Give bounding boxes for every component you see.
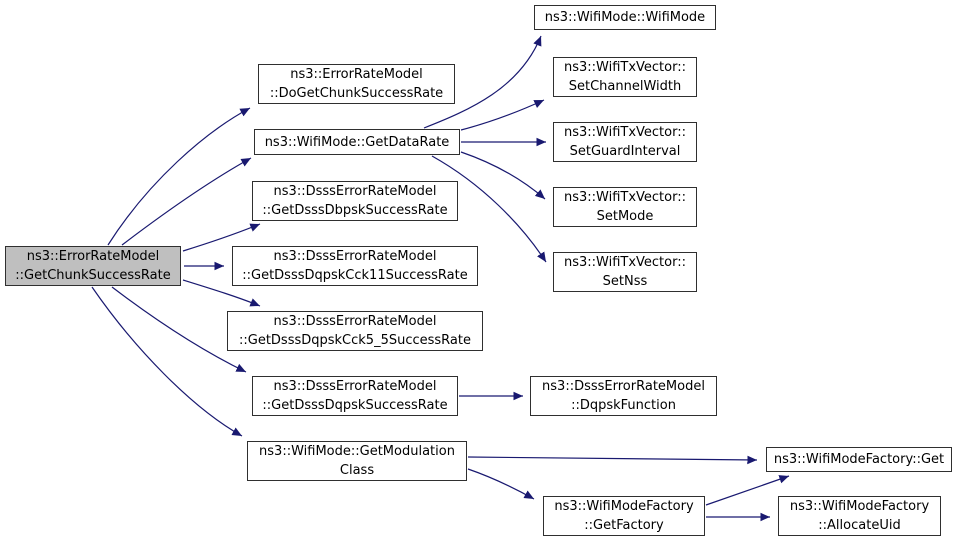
edge-get-data-rate-to-wifi-mode-ctor: [423, 35, 542, 129]
node-label: ns3::WifiTxVector:: SetMode: [563, 190, 686, 224]
node-get-data-rate[interactable]: ns3::WifiMode::GetDataRate: [254, 129, 460, 155]
node-label: ns3::WifiTxVector:: SetChannelWidth: [563, 60, 686, 94]
node-get-dsss-dqpsk-cck11[interactable]: ns3::DsssErrorRateModel ::GetDsssDqpskCc…: [232, 246, 478, 286]
edge-get-data-rate-to-set-mode: [460, 151, 546, 200]
node-get-factory[interactable]: ns3::WifiModeFactory ::GetFactory: [543, 496, 705, 536]
node-label: ns3::WifiTxVector:: SetGuardInterval: [563, 125, 686, 159]
node-get-modulation-class[interactable]: ns3::WifiMode::GetModulation Class: [247, 441, 467, 481]
edge-get-data-rate-to-set-channel-width: [460, 99, 545, 131]
node-label: ns3::WifiModeFactory ::AllocateUid: [789, 499, 930, 533]
edge-get-modulation-class-to-get-factory: [467, 468, 535, 500]
node-label: ns3::WifiMode::WifiMode: [544, 10, 706, 25]
node-label: ns3::DsssErrorRateModel ::GetDsssDbpskSu…: [262, 184, 448, 218]
edge-get-modulation-class-to-wifi-mode-factory-get: [467, 455, 758, 465]
node-label: ns3::WifiTxVector:: SetNss: [563, 255, 686, 289]
node-set-guard-interval[interactable]: ns3::WifiTxVector:: SetGuardInterval: [553, 122, 697, 162]
edge-get-factory-to-wifi-mode-factory-get: [705, 475, 790, 506]
node-label: ns3::WifiModeFactory ::GetFactory: [554, 499, 694, 533]
node-label: ns3::WifiMode::GetModulation Class: [259, 444, 455, 478]
node-dqpsk-function[interactable]: ns3::DsssErrorRateModel ::DqpskFunction: [530, 376, 717, 416]
node-label: ns3::DsssErrorRateModel ::DqpskFunction: [542, 379, 705, 413]
edge-get-chunk-success-rate-to-do-get-chunk-success-rate: [107, 107, 251, 246]
node-label: ns3::WifiModeFactory::Get: [773, 452, 945, 467]
node-label: ns3::WifiMode::GetDataRate: [264, 134, 450, 150]
node-set-channel-width[interactable]: ns3::WifiTxVector:: SetChannelWidth: [553, 57, 697, 97]
node-set-mode[interactable]: ns3::WifiTxVector:: SetMode: [553, 187, 697, 227]
edge-get-data-rate-to-set-nss: [431, 155, 547, 263]
node-allocate-uid[interactable]: ns3::WifiModeFactory ::AllocateUid: [778, 496, 941, 536]
node-get-dsss-dqpsk[interactable]: ns3::DsssErrorRateModel ::GetDsssDqpskSu…: [252, 376, 458, 416]
node-set-nss[interactable]: ns3::WifiTxVector:: SetNss: [553, 252, 697, 292]
edge-get-chunk-success-rate-to-get-modulation-class: [91, 286, 243, 437]
node-do-get-chunk-success-rate[interactable]: ns3::ErrorRateModel ::DoGetChunkSuccessR…: [258, 64, 455, 104]
node-label: ns3::ErrorRateModel ::GetChunkSuccessRat…: [15, 249, 171, 283]
node-label: ns3::ErrorRateModel ::DoGetChunkSuccessR…: [269, 67, 444, 101]
node-label: ns3::DsssErrorRateModel ::GetDsssDqpskCc…: [242, 249, 468, 283]
node-wifi-mode-factory-get[interactable]: ns3::WifiModeFactory::Get: [766, 447, 952, 472]
node-label: ns3::DsssErrorRateModel ::GetDsssDqpskCc…: [238, 314, 471, 348]
edge-get-chunk-success-rate-to-get-dsss-dqpsk-cck5-5: [182, 279, 261, 307]
node-get-dsss-dbpsk[interactable]: ns3::DsssErrorRateModel ::GetDsssDbpskSu…: [252, 181, 458, 221]
node-label: ns3::DsssErrorRateModel ::GetDsssDqpskSu…: [262, 379, 448, 413]
node-get-dsss-dqpsk-cck5-5[interactable]: ns3::DsssErrorRateModel ::GetDsssDqpskCc…: [227, 311, 483, 351]
edge-get-chunk-success-rate-to-get-dsss-dbpsk: [182, 223, 261, 252]
node-wifi-mode-ctor[interactable]: ns3::WifiMode::WifiMode: [534, 5, 716, 30]
edge-get-chunk-success-rate-to-get-data-rate: [121, 157, 252, 246]
edge-get-chunk-success-rate-to-get-dsss-dqpsk: [111, 286, 247, 373]
node-get-chunk-success-rate[interactable]: ns3::ErrorRateModel ::GetChunkSuccessRat…: [5, 246, 181, 286]
